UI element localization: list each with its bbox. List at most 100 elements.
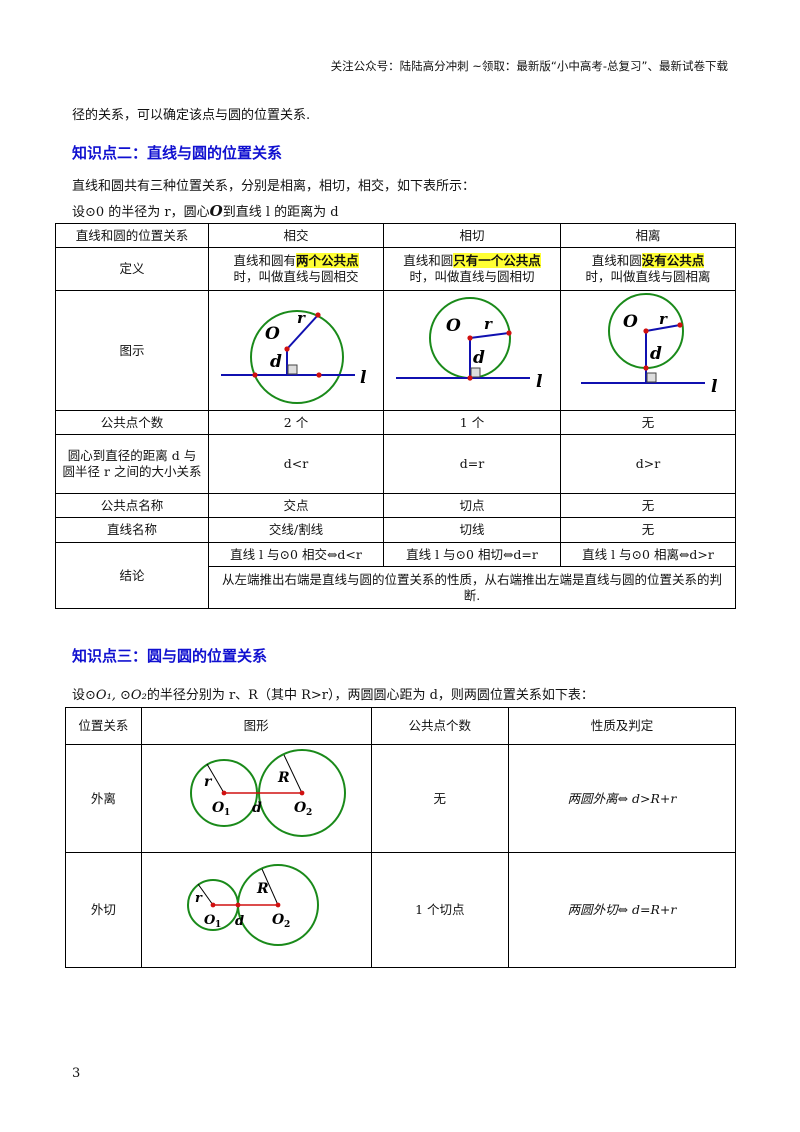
row-label: 外离 [65, 744, 142, 853]
point-mark [252, 372, 258, 378]
conclusion-cell: 直线 l 与⊙0 相交⇔d<r [208, 542, 384, 567]
point-mark [643, 328, 649, 334]
label-O1-sub: 1 [215, 920, 221, 930]
radius-r-line [206, 763, 225, 794]
label-R: R [277, 770, 290, 786]
definition-tangent: 直线和圆只有一个公共点时，叫做直线与圆相切 [383, 247, 561, 291]
label-r: r [195, 891, 203, 906]
figure-external-separate-cell: r R O 1 O 2 d [140, 744, 372, 853]
definition-separate: 直线和圆没有公共点时，叫做直线与圆相离 [560, 247, 736, 291]
radius-segment [286, 314, 319, 350]
label-d: d [473, 348, 485, 368]
point-mark [315, 312, 321, 318]
point-mark [677, 322, 683, 328]
label-l: l [711, 377, 718, 397]
label-d: d [650, 344, 662, 364]
header-cell: 性质及判定 [507, 707, 737, 745]
label-O: O [623, 312, 638, 332]
figure-external-tangent: r R O 1 O 2 d [186, 864, 319, 946]
line-circle-table: 直线和圆的位置关系 相交 相切 相离 定义 直线和圆有两个公共点时，叫做直线与圆… [55, 223, 736, 609]
point-mark [221, 790, 227, 796]
radius-r-line [197, 883, 214, 906]
row-label: 直线名称 [55, 517, 209, 543]
section2-title: 知识点二：直线与圆的位置关系 [72, 144, 283, 162]
radius-R-line [283, 754, 303, 794]
def-post: 时，叫做直线与圆相离 [585, 269, 711, 284]
radius-R-line [261, 868, 279, 906]
label-d: d [235, 914, 244, 929]
circle-shape [250, 310, 344, 404]
def-highlight: 没有公共点 [641, 253, 705, 268]
para2-center: O [209, 202, 223, 220]
figure-intersect: O r d l [221, 309, 367, 404]
def-pre: 直线和圆 [403, 253, 454, 268]
label-R: R [256, 881, 269, 897]
label-r: r [297, 309, 306, 327]
right-angle-mark [646, 372, 657, 383]
point-mark [210, 902, 216, 908]
label-O2: O [272, 912, 285, 928]
point-mark [467, 335, 473, 341]
conclusion-cell: 直线 l 与⊙0 相离⇔d>r [560, 542, 736, 567]
table-cell: 交点 [208, 493, 384, 518]
label-l: l [536, 372, 543, 392]
figure-external-separate: r R O 1 O 2 d [189, 749, 346, 837]
header-cell: 直线和圆的位置关系 [55, 223, 209, 248]
figure-external-tangent-cell: r R O 1 O 2 d [140, 852, 372, 968]
table-cell: 2 个 [208, 410, 384, 435]
row-label: 公共点名称 [55, 493, 209, 518]
def-pre: 直线和圆 [591, 253, 642, 268]
row-label: 公共点个数 [55, 410, 209, 435]
label-O1: O [212, 800, 225, 816]
para2-suffix: 到直线 l 的距离为 d [222, 205, 339, 220]
point-mark [299, 790, 305, 796]
def-highlight: 两个公共点 [296, 253, 359, 268]
figure-separate: O r d l [581, 293, 718, 397]
table-cell: 切点 [383, 493, 561, 518]
label-O1: O [204, 913, 216, 928]
radius-segment [469, 332, 510, 339]
label-d: d [252, 800, 262, 816]
para-suffix: 的半径分别为 r、R（其中 R>r），两圆圆心距为 d，则两圆位置关系如下表： [146, 688, 594, 703]
def-post: 时，叫做直线与圆相切 [409, 269, 535, 284]
point-mark [235, 902, 241, 908]
page-header: 关注公众号：陆陆高分冲刺 ~领取：最新版“小中高考-总复习”、最新试卷下载 [330, 59, 728, 73]
header-cell: 位置关系 [65, 707, 142, 745]
table-cell: d>r [560, 434, 736, 494]
circle-circle-table: 位置关系 图形 公共点个数 性质及判定 外离 r R O 1 O 2 d [65, 707, 737, 968]
def-post: 时，叫做直线与圆相交 [233, 269, 359, 284]
point-mark [275, 902, 281, 908]
table-cell: 无 [560, 493, 736, 518]
label-r: r [204, 774, 213, 790]
header-cell: 相交 [208, 223, 384, 248]
figure-intersect-cell: O r d l [208, 290, 384, 411]
header-cell: 公共点个数 [370, 707, 509, 745]
figure-tangent: O r d l [396, 297, 543, 392]
definition-intersect: 直线和圆有两个公共点时，叫做直线与圆相交 [208, 247, 384, 291]
table-cell: d=r [383, 434, 561, 494]
figure-separate-cell: O r d l [560, 290, 736, 411]
row-label: 圆心到直径的距离 d 与圆半径 r 之间的大小关系 [55, 434, 209, 494]
para-prefix: 设 [72, 688, 86, 703]
section3-title: 知识点三：圆与圆的位置关系 [72, 647, 268, 665]
page-number: 3 [72, 1066, 81, 1081]
section2-para2: 设⊙0 的半径为 r，圆心O到直线 l 的距离为 d [72, 201, 339, 220]
count-cell: 无 [370, 744, 509, 853]
table-cell: d<r [208, 434, 384, 494]
right-angle-mark [287, 364, 298, 375]
point-mark [467, 375, 473, 381]
conclusion-label: 结论 [55, 542, 209, 609]
table-cell: 1 个 [383, 410, 561, 435]
conclusion-note: 从左端推出右端是直线与圆的位置关系的性质，从右端推出左端是直线与圆的位置关系的判… [208, 566, 736, 609]
count-cell: 1 个切点 [370, 852, 509, 968]
para2-prefix: 设⊙0 的半径为 r，圆心 [72, 205, 210, 220]
table-cell: 无 [560, 410, 736, 435]
figure-label: 图示 [55, 290, 209, 411]
intro-line: 径的关系，可以确定该点与圆的位置关系. [72, 108, 311, 123]
header-cell: 相切 [383, 223, 561, 248]
point-mark [316, 372, 322, 378]
label-O2-sub: 2 [306, 808, 312, 818]
right-angle-mark [470, 367, 481, 378]
header-cell: 相离 [560, 223, 736, 248]
definition-label: 定义 [55, 247, 209, 291]
